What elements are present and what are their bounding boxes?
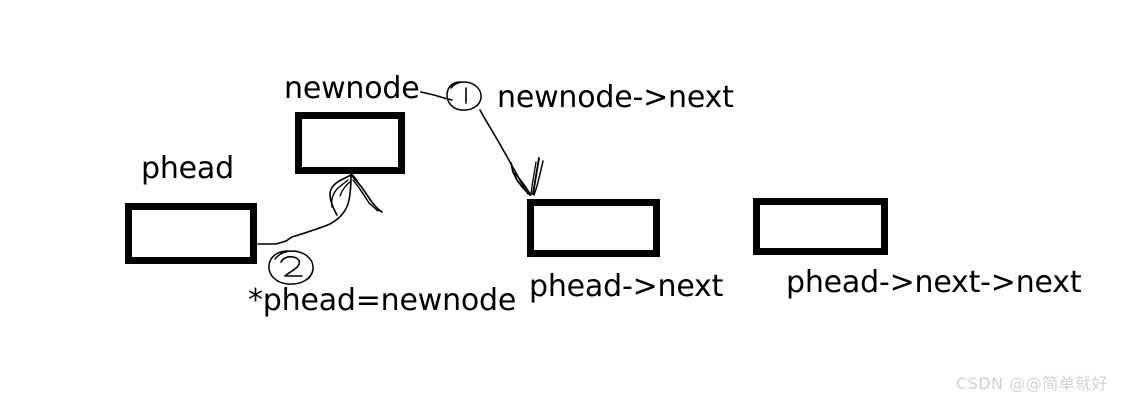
- label-phead-next-next: phead->next->next: [786, 265, 1082, 300]
- label-phead: phead: [141, 151, 234, 186]
- node-box-phead-next-next: [753, 198, 888, 255]
- step-marker-2-circle-icon: [268, 250, 314, 285]
- node-box-phead: [125, 203, 257, 264]
- label-phead-next: phead->next: [529, 269, 724, 304]
- arrow-phead-to-newnode-icon: [257, 173, 383, 245]
- step-marker-1-circle-icon: [446, 81, 482, 111]
- label-assign-phead-newnode: *phead=newnode: [248, 283, 517, 318]
- label-newnode: newnode: [284, 71, 420, 106]
- label-newnode-next: newnode->next: [497, 80, 734, 115]
- node-box-newnode: [295, 112, 405, 174]
- csdn-watermark: CSDN @@简单就好: [956, 374, 1109, 393]
- node-box-phead-next: [527, 199, 660, 257]
